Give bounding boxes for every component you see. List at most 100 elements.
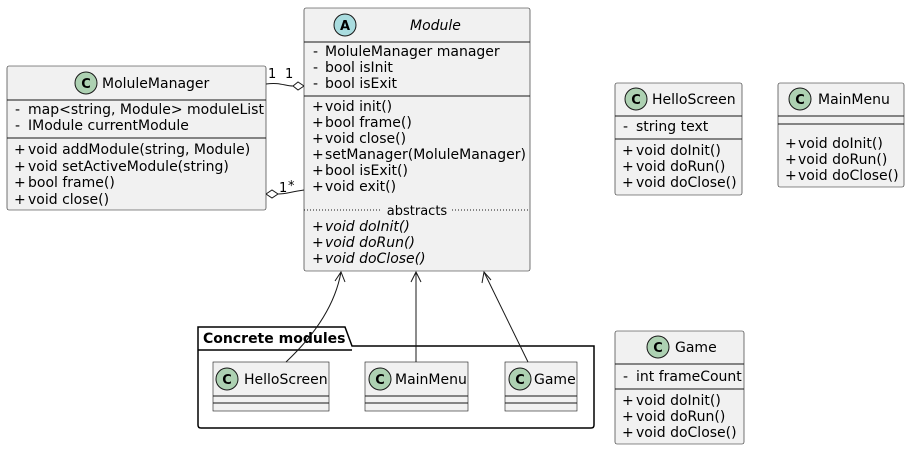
section-label: abstracts bbox=[387, 204, 448, 219]
method: void init() bbox=[325, 99, 392, 115]
class-game: C Game - int frameCount + void doInit() … bbox=[614, 330, 745, 445]
abstract-method: void doInit() bbox=[325, 219, 410, 235]
method: void doClose() bbox=[636, 425, 737, 441]
class-name: MoluleManager bbox=[102, 76, 210, 92]
module-fields: - MoluleManager manager - bool isInit - … bbox=[313, 44, 500, 92]
method: void doClose() bbox=[636, 175, 737, 191]
stereotype-letter: A bbox=[340, 19, 350, 34]
aggregation-manager-line bbox=[265, 82, 294, 87]
visibility-public: + bbox=[14, 192, 26, 208]
inheritance-hello-screen bbox=[285, 271, 342, 363]
visibility-public: + bbox=[622, 159, 634, 175]
stereotype-letter: C bbox=[375, 373, 385, 388]
field: IModule currentModule bbox=[28, 118, 189, 134]
visibility-private: - bbox=[313, 44, 318, 60]
method: bool isExit() bbox=[325, 163, 408, 179]
visibility-public: + bbox=[312, 251, 324, 267]
class-name: MainMenu bbox=[395, 372, 467, 388]
visibility-private: - bbox=[313, 76, 318, 92]
visibility-public: + bbox=[622, 393, 634, 409]
arrowhead bbox=[481, 270, 492, 284]
stereotype-letter: C bbox=[795, 93, 805, 108]
visibility-public: + bbox=[622, 143, 634, 159]
class-module: A Module - MoluleManager manager - bool … bbox=[303, 7, 531, 272]
method: void close() bbox=[325, 131, 406, 147]
abstract-method: void doClose() bbox=[325, 251, 426, 267]
class-c-icon bbox=[788, 87, 812, 111]
method: void doInit() bbox=[798, 136, 883, 152]
class-c-icon bbox=[368, 367, 392, 391]
method: void doClose() bbox=[798, 168, 899, 184]
stereotype-letter: C bbox=[81, 77, 91, 92]
inheritance-game bbox=[483, 271, 529, 363]
method: void close() bbox=[28, 192, 109, 208]
pkg-class-game: C Game bbox=[504, 361, 578, 412]
visibility-public: + bbox=[622, 409, 634, 425]
class-name: Module bbox=[410, 18, 461, 34]
field: map<string, Module> moduleList bbox=[28, 102, 264, 118]
arrowhead bbox=[410, 270, 422, 283]
method: bool frame() bbox=[28, 175, 115, 191]
class-c-icon bbox=[646, 335, 670, 359]
method: void doInit() bbox=[636, 393, 721, 409]
visibility-public: + bbox=[14, 142, 26, 158]
method: void exit() bbox=[325, 179, 396, 195]
class-c-icon bbox=[215, 367, 239, 391]
visibility-public: + bbox=[312, 235, 324, 251]
method: void setActiveModule(string) bbox=[28, 159, 229, 175]
class-hello-screen: C HelloScreen - string text + void doIni… bbox=[614, 82, 743, 196]
field: int frameCount bbox=[636, 369, 742, 385]
method: setManager(MoluleManager) bbox=[325, 147, 526, 163]
class-name: Game bbox=[534, 372, 576, 388]
visibility-private: - bbox=[15, 118, 20, 134]
module-methods: + void init() + bool frame() + void clos… bbox=[312, 99, 526, 195]
visibility-private: - bbox=[313, 60, 318, 76]
visibility-public: + bbox=[14, 175, 26, 191]
stereotype-letter: C bbox=[653, 341, 663, 356]
package-frame bbox=[197, 326, 595, 429]
stereotype-letter: C bbox=[515, 373, 525, 388]
visibility-public: + bbox=[312, 179, 324, 195]
stereotype-letter: C bbox=[222, 373, 232, 388]
class-name: MainMenu bbox=[818, 92, 890, 108]
multiplicity-left: 1 bbox=[268, 67, 276, 82]
field: MoluleManager manager bbox=[325, 44, 500, 60]
class-c-icon bbox=[508, 367, 532, 391]
pkg-class-hello-screen: C HelloScreen bbox=[212, 361, 330, 412]
method: bool frame() bbox=[325, 115, 412, 131]
visibility-public: + bbox=[785, 168, 797, 184]
aggregation-modules-line bbox=[277, 189, 305, 195]
visibility-public: + bbox=[312, 163, 324, 179]
abstract-method: void doRun() bbox=[325, 235, 415, 251]
class-c-icon bbox=[74, 71, 98, 95]
field: string text bbox=[636, 119, 709, 135]
visibility-public: + bbox=[14, 159, 26, 175]
class-name: Game bbox=[675, 340, 717, 356]
class-name: HelloScreen bbox=[652, 92, 736, 108]
arrowhead bbox=[334, 270, 346, 283]
stereotype-letter: C bbox=[631, 93, 641, 108]
visibility-private: - bbox=[15, 102, 20, 118]
class-molule-manager: C MoluleManager - map<string, Module> mo… bbox=[6, 65, 267, 211]
multiplicity-left: 1 bbox=[279, 181, 287, 196]
class-c-icon bbox=[624, 87, 648, 111]
class-main-menu: C MainMenu + void doInit() + void doRun(… bbox=[777, 82, 905, 188]
aggregation-diamond bbox=[292, 81, 305, 91]
method: void doRun() bbox=[636, 409, 725, 425]
visibility-public: + bbox=[312, 219, 324, 235]
field: bool isExit bbox=[325, 76, 398, 92]
aggregation-diamond bbox=[265, 189, 279, 199]
visibility-public: + bbox=[785, 136, 797, 152]
visibility-public: + bbox=[622, 175, 634, 191]
visibility-public: + bbox=[312, 99, 324, 115]
method: void doRun() bbox=[798, 152, 887, 168]
visibility-public: + bbox=[785, 152, 797, 168]
method: void addModule(string, Module) bbox=[28, 142, 250, 158]
package-title: Concrete modules bbox=[203, 331, 345, 347]
multiplicity-right: 1 bbox=[285, 67, 293, 82]
package-concrete-modules: Concrete modules C HelloScreen C MainMen… bbox=[197, 326, 595, 429]
visibility-public: + bbox=[312, 131, 324, 147]
relations: 1 1 1 * bbox=[265, 67, 529, 363]
field: bool isInit bbox=[325, 60, 393, 76]
